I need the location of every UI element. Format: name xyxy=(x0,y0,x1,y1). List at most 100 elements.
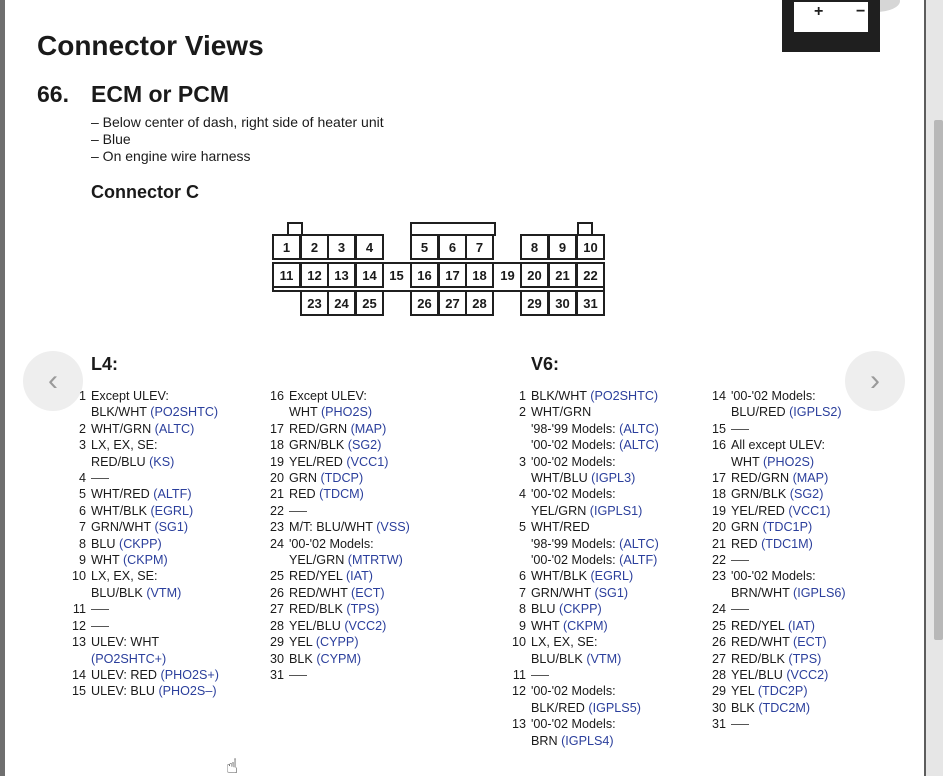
pin-description-line xyxy=(289,667,307,683)
connector-pin-16: 16 xyxy=(410,262,439,288)
wire-color: RED/BLK xyxy=(731,651,789,666)
pin-number: 17 xyxy=(711,471,726,486)
previous-page-button[interactable]: ‹ xyxy=(23,351,83,411)
pin-description-line: YEL/BLU (VCC2) xyxy=(731,667,828,683)
pin-number: 31 xyxy=(711,717,726,732)
wire-color: '00-'02 Models: xyxy=(289,536,374,551)
pin-description-line xyxy=(731,601,749,617)
scrollbar-thumb[interactable] xyxy=(934,120,943,640)
signal-code: (MAP) xyxy=(792,471,829,486)
wire-color: GRN/BLK xyxy=(289,438,348,453)
next-page-button[interactable]: › xyxy=(845,351,905,411)
pin-description-line: GRN/WHT (SG1) xyxy=(531,585,628,601)
signal-code: (VCC2) xyxy=(786,667,829,682)
battery-icon: + − xyxy=(782,0,880,52)
connector-pin-28: 28 xyxy=(465,290,494,316)
pin-number: 19 xyxy=(269,454,284,469)
pin-description: YEL (TDC2P) xyxy=(731,683,808,699)
chevron-right-icon: › xyxy=(870,364,880,397)
pin-description-line: GRN/WHT (SG1) xyxy=(91,519,188,535)
pin-description-line: All except ULEV: xyxy=(731,437,825,453)
unused-pin-dash xyxy=(731,428,749,430)
pin-number: 9 xyxy=(78,553,86,568)
wire-color: '00-'02 Models: xyxy=(531,454,616,469)
pin-number: 1 xyxy=(78,389,86,403)
pin-number: 6 xyxy=(518,569,526,584)
pin-description-line: RED/YEL (IAT) xyxy=(289,568,373,584)
l4-pin-entry-22: 22 xyxy=(266,503,410,519)
l4-pin-entry-11: 11 xyxy=(68,601,219,617)
pin-number: 11 xyxy=(72,602,86,617)
signal-code: (VCC2) xyxy=(344,618,387,633)
wire-color: GRN xyxy=(731,520,763,535)
unused-pin-dash xyxy=(731,609,749,611)
pin-description-line: RED/GRN (MAP) xyxy=(289,421,386,437)
pin-description-line: BRN/WHT (IGPLS6) xyxy=(731,585,846,601)
pin-description-line xyxy=(91,601,109,617)
wire-color: BRN/WHT xyxy=(731,585,794,600)
signal-code: (IAT) xyxy=(787,618,815,633)
pin-description: RED/WHT (ECT) xyxy=(289,585,385,601)
pin-description: Except ULEV:WHT (PHO2S) xyxy=(289,388,372,421)
pin-description: '00-'02 Models:WHT/BLU (IGPL3) xyxy=(531,454,635,487)
pin-description-line: '00-'02 Models: xyxy=(531,486,642,502)
signal-code: (TDC2P) xyxy=(757,684,808,699)
pin-description: WHT/GRN'98-'99 Models: (ALTC)'00-'02 Mod… xyxy=(531,404,659,453)
connector-pin-7: 7 xyxy=(465,234,494,260)
connector-latch-left xyxy=(287,222,303,236)
wire-color: All except ULEV: xyxy=(731,438,826,453)
pin-number: 16 xyxy=(711,438,726,453)
pin-description-line: RED (TDCM) xyxy=(289,486,364,502)
connector-pin-10: 10 xyxy=(576,234,605,260)
connector-pin-1: 1 xyxy=(272,234,301,260)
pin-description xyxy=(91,601,109,617)
pin-description-line: BLU/BLK (VTM) xyxy=(531,651,621,667)
l4-pin-entry-21: 21 RED (TDCM) xyxy=(266,486,410,502)
wire-color: BLU xyxy=(531,602,559,617)
pin-description-line: ULEV: WHT xyxy=(91,634,166,650)
signal-code: (ALTC) xyxy=(619,438,659,453)
unused-pin-dash xyxy=(91,609,109,611)
pin-description-line xyxy=(91,470,109,486)
pin-description-line: '00-'02 Models: xyxy=(731,568,846,584)
wire-color: RED xyxy=(289,487,320,502)
pin-description-line: RED/BLU (KS) xyxy=(91,454,174,470)
pin-number: 17 xyxy=(269,421,284,436)
note-harness: – On engine wire harness xyxy=(91,148,251,164)
signal-code: (IGPLS4) xyxy=(561,733,614,748)
wire-color: GRN/BLK xyxy=(731,487,790,502)
pin-description-line: (PO2SHTC+) xyxy=(91,651,166,667)
l4-heading: L4: xyxy=(91,354,118,374)
pin-number: 18 xyxy=(269,438,284,453)
pin-description-line: '00-'02 Models: xyxy=(531,454,635,470)
pin-description: ULEV: RED (PHO2S+) xyxy=(91,667,219,683)
signal-code: (VCC1) xyxy=(788,503,831,518)
signal-code: (PHO2S–) xyxy=(158,684,217,699)
pin-description: BLK (TDC2M) xyxy=(731,700,810,716)
signal-code: (PO2SHTC) xyxy=(150,405,219,420)
pin-description-line: GRN (TDC1P) xyxy=(731,519,812,535)
pin-description-line xyxy=(531,667,549,683)
pin-description: RED/WHT (ECT) xyxy=(731,634,827,650)
pin-description: RED/BLK (TPS) xyxy=(289,601,379,617)
wire-color: BLU xyxy=(91,536,119,551)
pin-number: 15 xyxy=(71,684,86,699)
pin-description: All except ULEV:WHT (PHO2S) xyxy=(731,437,825,470)
pin-description: RED (TDC1M) xyxy=(731,536,813,552)
pin-description-line: RED (TDC1M) xyxy=(731,536,813,552)
pin-number: 30 xyxy=(711,700,726,715)
pin-number: 27 xyxy=(269,602,284,617)
pin-number: 27 xyxy=(711,651,726,666)
pin-description: RED/GRN (MAP) xyxy=(731,470,828,486)
pin-number: 25 xyxy=(711,618,726,633)
pin-description: BLU (CKPP) xyxy=(531,601,602,617)
pin-number: 12 xyxy=(71,618,86,633)
pin-number: 21 xyxy=(269,487,284,502)
